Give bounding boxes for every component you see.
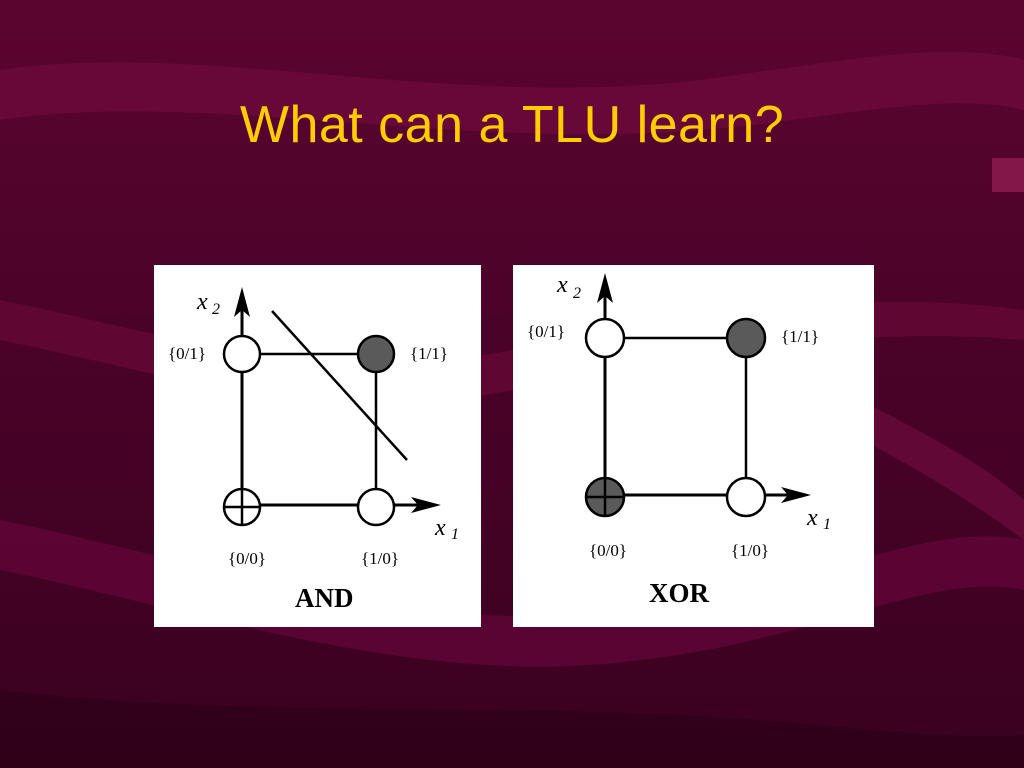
point-p11 [356, 334, 396, 374]
point-p10 [725, 476, 767, 518]
point-p00 [584, 476, 626, 518]
unit-square [603, 336, 748, 497]
point-p00 [222, 487, 262, 527]
label-p00: {0/0} [228, 549, 266, 568]
x1-axis-arrow [781, 487, 811, 503]
x2-axis-label: x [556, 272, 568, 298]
label-p11: {1/1} [781, 327, 819, 346]
xor-diagram: {0/1} {1/1} {0/0} {1/0} x 2 x 1 XOR [513, 265, 874, 627]
label-p00: {0/0} [589, 541, 627, 560]
x2-axis-subscript: 2 [212, 301, 220, 318]
slide-title: What can a TLU learn? [239, 96, 785, 154]
label-p01: {0/1} [168, 344, 206, 363]
x1-axis-label: x [434, 515, 446, 541]
x2-axis-subscript: 2 [573, 285, 581, 302]
label-p01: {0/1} [527, 322, 565, 341]
label-p10: {1/0} [361, 549, 399, 568]
point-p01 [222, 334, 262, 374]
x2-axis-arrow [597, 273, 613, 303]
x1-axis-arrow [411, 497, 441, 513]
x2-axis-label: x [196, 289, 208, 315]
point-p11 [725, 317, 767, 359]
caption-and: AND [295, 583, 354, 613]
x2-axis-arrow [234, 287, 250, 317]
point-p10 [356, 487, 396, 527]
caption-xor: XOR [649, 578, 710, 608]
and-diagram: {0/1} {1/1} {0/0} {1/0} x 2 x 1 AND [154, 265, 481, 627]
x1-axis-label: x [806, 505, 818, 531]
separating-line [271, 310, 408, 461]
point-p01 [584, 317, 626, 359]
label-p11: {1/1} [410, 344, 448, 363]
label-p10: {1/0} [731, 541, 769, 560]
x1-axis-subscript: 1 [451, 526, 459, 543]
unit-square [240, 352, 378, 507]
x1-axis-subscript: 1 [823, 516, 831, 533]
